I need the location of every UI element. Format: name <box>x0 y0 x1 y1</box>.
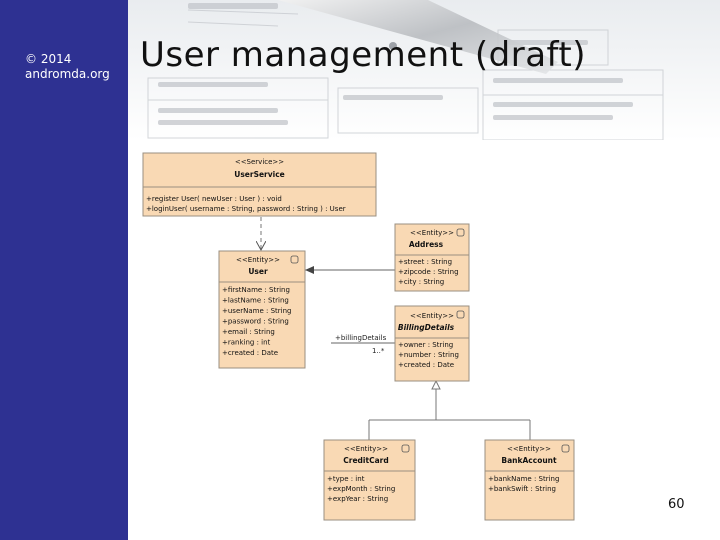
association-billing-connector: +billingDetails 1..* <box>331 334 395 355</box>
association-multiplicity-label: 1..* <box>372 347 385 355</box>
class-stereotype: <<Entity>> <box>344 445 388 453</box>
class-member: +firstName : String <box>222 286 290 294</box>
class-member: +created : Date <box>398 361 454 369</box>
class-stereotype: <<Entity>> <box>236 256 280 264</box>
class-member: +owner : String <box>398 341 453 349</box>
copyright-site: andromda.org <box>25 67 110 81</box>
class-credit-card: <<Entity>> CreditCard +type : int +expMo… <box>323 439 416 521</box>
class-name: BankAccount <box>501 456 557 465</box>
generalization-connector <box>368 379 531 440</box>
class-name: BillingDetails <box>398 323 455 332</box>
class-member: +zipcode : String <box>398 268 459 276</box>
copyright-year: © 2014 <box>25 52 72 66</box>
class-bank-account: <<Entity>> BankAccount +bankName : Strin… <box>484 439 575 521</box>
page-number: 60 <box>668 497 685 512</box>
class-member: +email : String <box>222 328 275 336</box>
class-user-service: <<Service>> UserService +register User( … <box>142 152 377 217</box>
sidebar: © 2014 andromda.org <box>0 0 128 540</box>
class-stereotype: <<Service>> <box>235 158 284 166</box>
class-name: Address <box>409 240 444 249</box>
class-member: +number : String <box>398 351 459 359</box>
class-stereotype: <<Entity>> <box>410 312 454 320</box>
association-role-label: +billingDetails <box>335 334 387 342</box>
association-address-connector <box>305 266 395 274</box>
entity-icon <box>561 444 570 453</box>
class-member: +type : int <box>327 475 365 483</box>
class-member: +ranking : int <box>222 339 271 347</box>
class-billing-details: <<Entity>> BillingDetails +owner : Strin… <box>394 305 470 382</box>
entity-icon <box>456 228 465 237</box>
class-member: +city : String <box>398 278 444 286</box>
class-name: UserService <box>234 170 285 179</box>
class-stereotype: <<Entity>> <box>507 445 551 453</box>
header-background-image <box>128 0 720 140</box>
class-member: +lastName : String <box>222 297 289 305</box>
class-name: CreditCard <box>343 456 388 465</box>
class-member: +bankName : String <box>488 475 559 483</box>
entity-icon <box>456 310 465 319</box>
class-member: +created : Date <box>222 349 278 357</box>
class-name: User <box>248 267 268 276</box>
class-member: +password : String <box>222 318 289 326</box>
entity-icon <box>401 444 410 453</box>
slide-title: User management (draft) <box>140 35 586 75</box>
class-member: +expYear : String <box>327 495 388 503</box>
copyright: © 2014 andromda.org <box>25 52 110 82</box>
class-member: +userName : String <box>222 307 291 315</box>
class-stereotype: <<Entity>> <box>410 229 454 237</box>
class-member: +expMonth : String <box>327 485 395 493</box>
class-member: +bankSwift : String <box>488 485 556 493</box>
class-member: +loginUser( username : String, password … <box>146 205 346 213</box>
entity-icon <box>290 255 299 264</box>
class-member: +street : String <box>398 258 452 266</box>
class-user: <<Entity>> User +firstName : String +las… <box>218 250 306 369</box>
class-address: <<Entity>> Address +street : String +zip… <box>394 223 470 292</box>
class-member: +register User( newUser : User ) : void <box>146 195 282 203</box>
